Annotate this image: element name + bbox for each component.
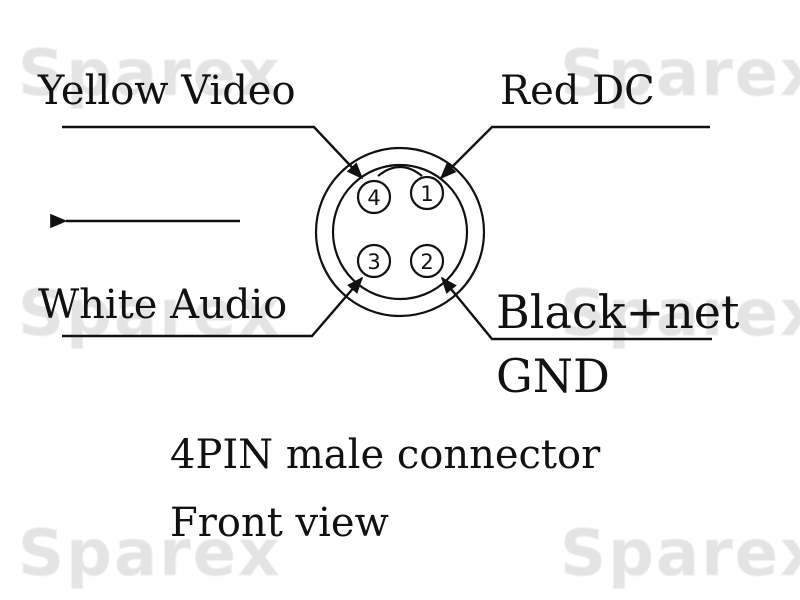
leader-red-dc [439,125,710,180]
caption-line-2: Front view [170,500,389,546]
label-yellow-video: Yellow Video [37,68,296,114]
watermark-top-right: Sparex [560,37,800,111]
leader-lines [62,125,712,341]
label-black-net: Black+net [496,285,740,339]
pin-4-number: 4 [367,186,380,210]
watermark-bottom-left: Sparex [18,517,281,591]
pin-1 [409,175,445,211]
watermark-top-left: Sparex [18,37,281,111]
pin-1-number: 1 [420,182,433,206]
pin-3-number: 3 [367,250,380,274]
pin-2 [409,243,445,279]
label-gnd: GND [496,349,610,403]
connector-face [314,146,486,318]
label-red-dc: Red DC [500,68,655,114]
leader-white-audio [62,276,364,338]
leader-yellow-video [62,125,364,180]
watermark-bottom-right: Sparex [560,517,800,591]
pins [356,175,445,279]
connector-outer-ring [314,146,486,318]
connector-inner-ring [331,163,469,301]
watermark-mid-left: Sparex [18,277,281,351]
leader-black-net [440,276,712,341]
pin-4 [356,179,392,215]
label-white-audio: White Audio [38,282,287,328]
pin-2-number: 2 [420,250,433,274]
caption-line-1: 4PIN male connector [170,432,601,478]
pin-3 [356,243,392,279]
connector-key-notch [377,165,423,177]
